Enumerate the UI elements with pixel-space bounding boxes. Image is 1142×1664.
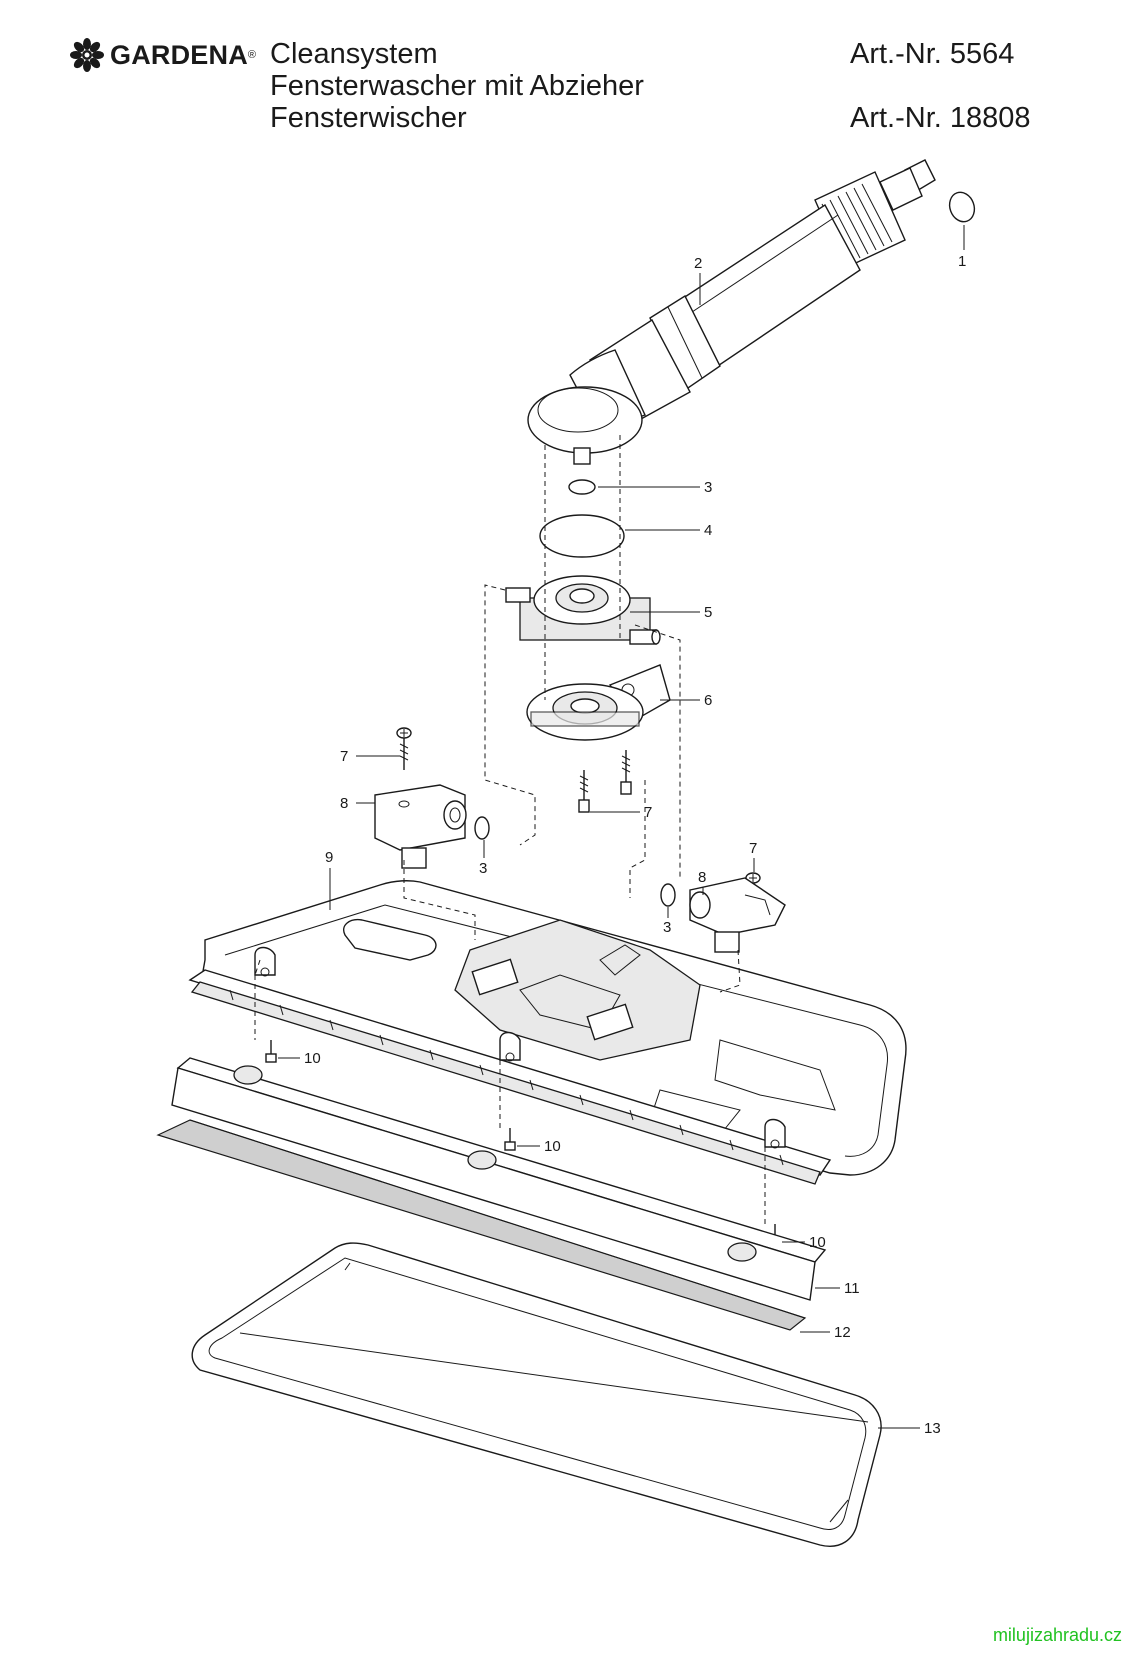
product-line: Cleansystem bbox=[270, 38, 438, 70]
part-2-handle bbox=[527, 159, 936, 465]
label-part-7-right: 7 bbox=[749, 840, 757, 857]
label-part-11: 11 bbox=[844, 1280, 860, 1297]
part-13-cleaning-pad bbox=[191, 1242, 882, 1547]
label-part-1: 1 bbox=[958, 253, 966, 270]
gardena-flower-icon bbox=[70, 38, 104, 72]
part-7-screws-center bbox=[578, 750, 632, 813]
watermark: milujizahradu.cz bbox=[992, 1625, 1122, 1645]
label-part-3-right: 3 bbox=[663, 919, 671, 936]
gardena-logo: GARDENA ® bbox=[70, 38, 256, 72]
label-part-2: 2 bbox=[694, 255, 702, 272]
art-nr-1: Art.-Nr. 5564 bbox=[850, 38, 1015, 70]
part-1-o-ring bbox=[948, 191, 976, 223]
assembly-guide-lines bbox=[254, 435, 766, 1224]
brand-name: GARDENA bbox=[110, 39, 248, 70]
label-part-13: 13 bbox=[924, 1420, 941, 1437]
label-part-7-center: 7 bbox=[644, 804, 652, 821]
art-nr-2: Art.-Nr. 18808 bbox=[850, 102, 1031, 134]
part-3-o-ring-top bbox=[568, 479, 596, 495]
item1-name: Fensterwascher mit Abzieher bbox=[270, 70, 644, 102]
label-part-4: 4 bbox=[704, 522, 712, 539]
label-part-10-c: 10 bbox=[809, 1234, 826, 1251]
label-part-5: 5 bbox=[704, 604, 712, 621]
item2-name: Fensterwischer bbox=[270, 102, 467, 134]
label-part-3-left: 3 bbox=[479, 860, 487, 877]
part-3-o-ring-left bbox=[474, 816, 490, 840]
part-12-rubber-blade bbox=[156, 1119, 807, 1331]
part-3-o-ring-right bbox=[660, 883, 676, 907]
leader-lines bbox=[278, 225, 965, 1429]
label-part-8-right: 8 bbox=[698, 869, 706, 886]
label-part-7-left: 7 bbox=[340, 748, 348, 765]
label-part-10-b: 10 bbox=[544, 1138, 561, 1155]
part-labels: 1 2 3 4 5 6 7 7 7 8 8 3 3 9 10 10 10 11 … bbox=[304, 253, 966, 1437]
part-6-base-plate bbox=[526, 664, 671, 741]
label-part-12: 12 bbox=[834, 1324, 851, 1341]
part-9-housing bbox=[188, 880, 907, 1185]
part-8-nozzle-block-right bbox=[689, 877, 786, 953]
part-5-valve-body bbox=[505, 575, 661, 645]
label-part-3-top: 3 bbox=[704, 479, 712, 496]
label-part-6: 6 bbox=[704, 692, 712, 709]
label-part-8-left: 8 bbox=[340, 795, 348, 812]
label-part-9: 9 bbox=[325, 849, 333, 866]
part-4-large-o-ring bbox=[539, 514, 625, 558]
part-7-screw-left bbox=[396, 727, 412, 770]
part-8-nozzle-block-left bbox=[374, 784, 467, 869]
part-11-blade-holder bbox=[171, 1057, 827, 1301]
brand-registered-mark: ® bbox=[247, 49, 257, 61]
label-part-10-a: 10 bbox=[304, 1050, 321, 1067]
